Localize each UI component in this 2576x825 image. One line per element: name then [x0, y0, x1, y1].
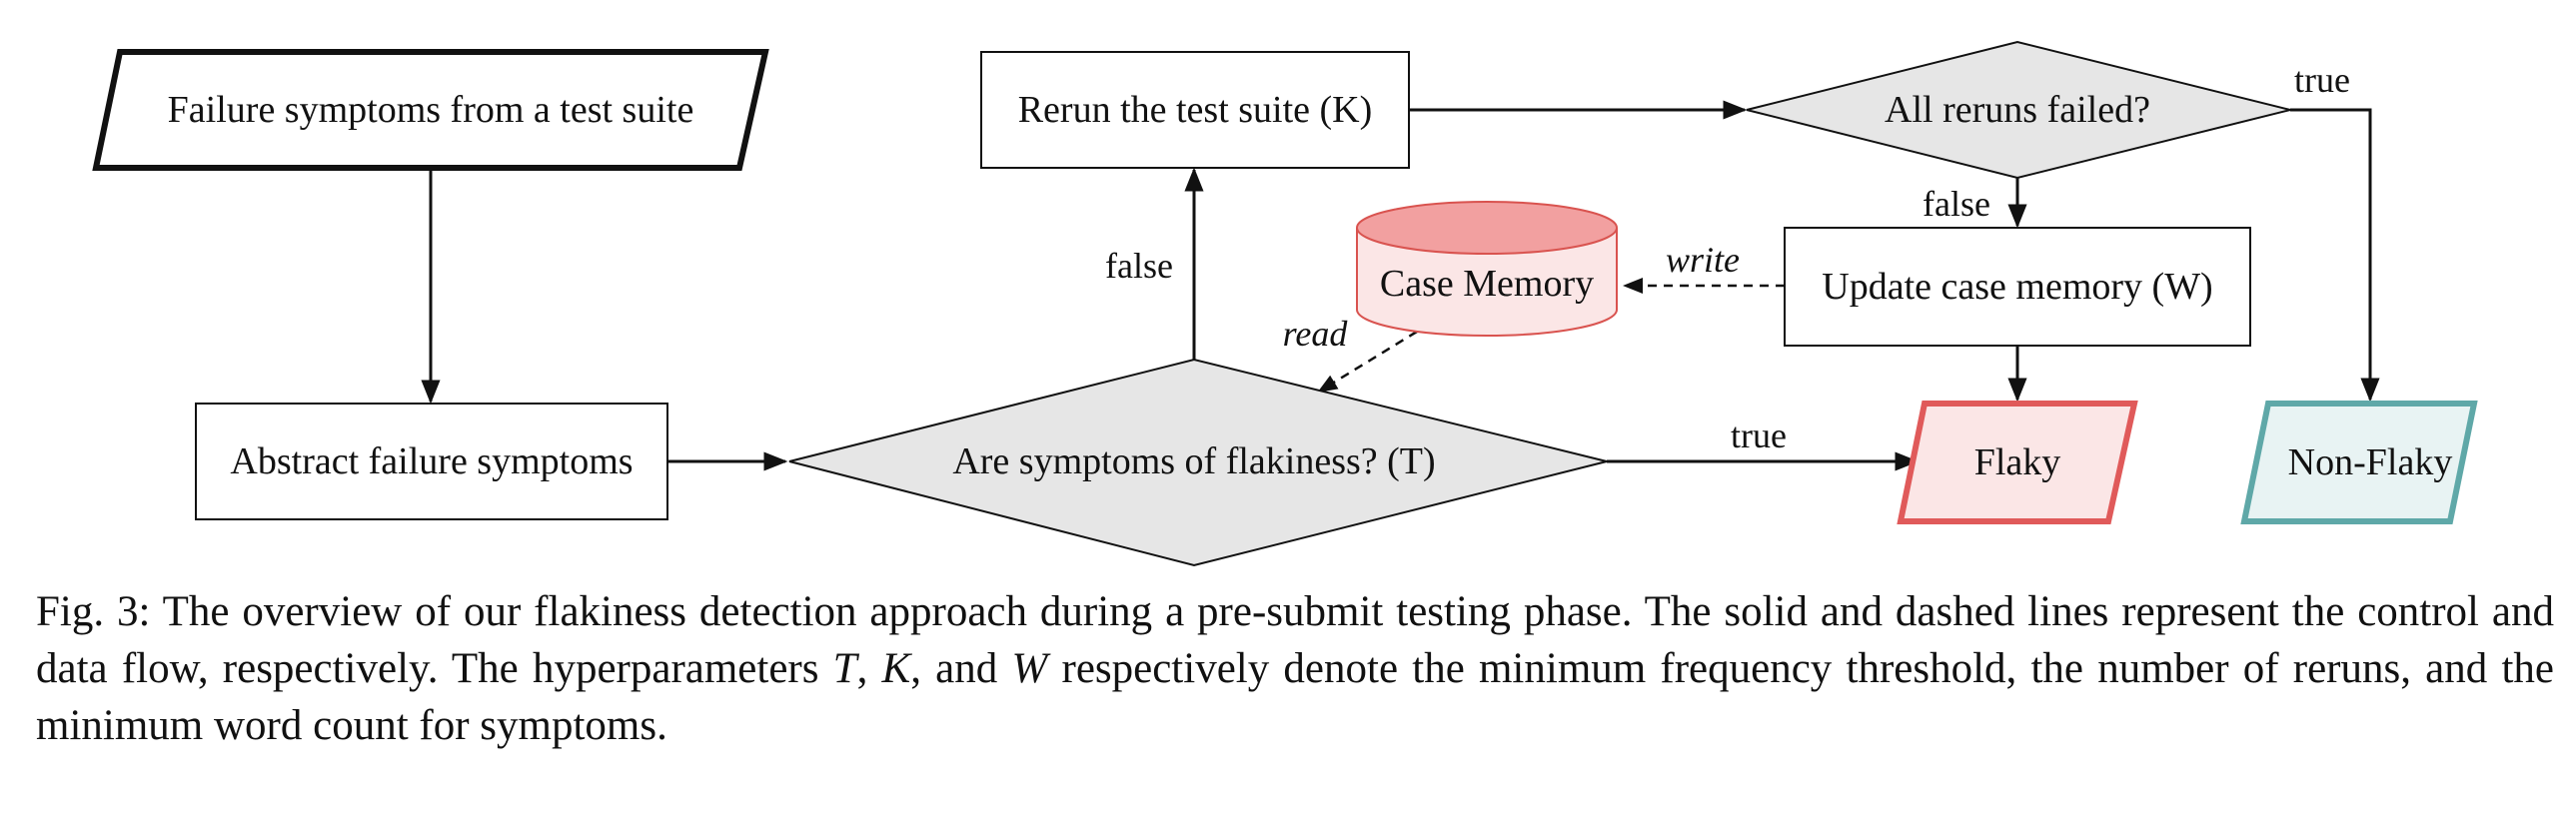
rerun-label: Rerun the test suite (K) [1018, 89, 1373, 131]
edge-memory-to-decision [1317, 330, 1418, 394]
caption-text-suffix: respectively denote the minimum frequenc… [36, 645, 2554, 749]
non-flaky-label: Non-Flaky [2288, 441, 2453, 483]
all-reruns-failed-label: All reruns failed? [1885, 89, 2150, 131]
caption-separator-1: , [856, 645, 882, 692]
edge-label-read: read [1283, 314, 1349, 354]
all-reruns-failed-node: All reruns failed? [1746, 40, 2291, 180]
figure-caption: Fig. 3: The overview of our flakiness de… [36, 583, 2554, 754]
update-memory-node: Update case memory (W) [1784, 227, 2251, 347]
flaky-output-node: Flaky [1897, 401, 2138, 524]
input-label: Failure symptoms from a test suite [168, 89, 694, 131]
input-node: Failure symptoms from a test suite [92, 49, 769, 171]
edge-allfailed-to-nonflaky [2290, 108, 2380, 403]
decision-flaky-label: Are symptoms of flakiness? (T) [952, 440, 1435, 482]
caption-var-k: K [881, 645, 911, 692]
edge-label-decision-false: false [1105, 246, 1173, 286]
abstract-node: Abstract failure symptoms [195, 403, 668, 520]
caption-separator-2: , and [910, 645, 1012, 692]
flaky-label: Flaky [1974, 441, 2061, 483]
case-memory-node: Case Memory [1356, 201, 1618, 337]
edge-label-decision-true: true [1731, 415, 1787, 455]
caption-var-t: T [832, 645, 857, 692]
decision-flaky-node: Are symptoms of flakiness? (T) [788, 358, 1608, 567]
update-memory-label: Update case memory (W) [1822, 266, 2212, 308]
edge-label-reruns-true: true [2294, 60, 2350, 100]
caption-text-prefix: Fig. 3: The overview of our flakiness de… [36, 588, 2554, 692]
edge-label-write: write [1666, 240, 1740, 280]
rerun-node: Rerun the test suite (K) [980, 51, 1410, 169]
non-flaky-output-node: Non-Flaky [2240, 401, 2478, 524]
abstract-label: Abstract failure symptoms [230, 440, 633, 482]
caption-var-w: W [1011, 645, 1048, 692]
case-memory-label: Case Memory [1380, 263, 1594, 305]
edge-label-reruns-false: false [1923, 184, 1990, 224]
